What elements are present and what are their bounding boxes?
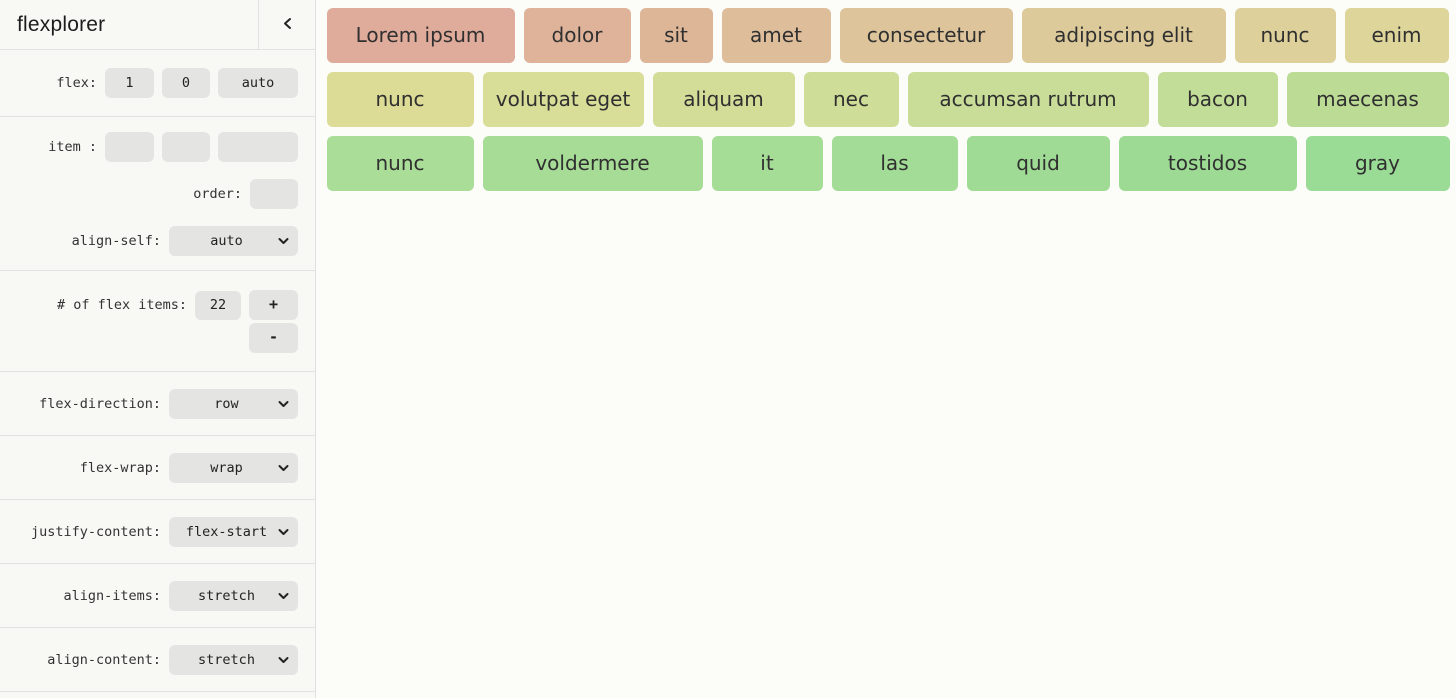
flex-label: flex: [56,75,97,91]
align-content-select[interactable]: stretch [169,644,298,675]
flex-item[interactable]: las [831,135,958,191]
flex-item[interactable]: tostidos [1118,135,1297,191]
increment-items-button[interactable]: + [249,289,298,320]
align-items-section: align-items: stretch [0,564,315,628]
flex-item[interactable]: Lorem ipsum [326,7,515,63]
flex-item[interactable]: nunc [326,71,474,127]
chevron-left-icon [282,17,293,33]
flex-shorthand-section: flex: [0,50,315,117]
align-content-label: align-content: [47,651,161,668]
flex-item[interactable]: enim [1344,7,1449,63]
flex-item[interactable]: bacon [1157,71,1278,127]
flex-grow-input[interactable] [105,68,154,98]
sidebar: flexplorer flex: item : order: align-sel… [0,0,316,698]
flex-item[interactable]: amet [721,7,831,63]
flex-item[interactable]: nunc [326,135,474,191]
flex-item[interactable]: voldermere [482,135,703,191]
page-title: flexplorer [17,12,106,36]
align-self-label: align-self: [71,233,161,249]
flex-wrap-label: flex-wrap: [79,459,161,476]
align-content-section: align-content: stretch [0,628,315,692]
decrement-items-button[interactable]: - [249,322,298,353]
flex-item[interactable]: accumsan rutrum [907,71,1149,127]
sidebar-footer-spacer [0,692,315,698]
flex-direction-section: flex-direction: row [0,372,315,436]
justify-content-select[interactable]: flex-start [169,516,298,547]
item-label: item : [48,139,97,155]
align-self-select[interactable]: auto [169,226,298,256]
align-items-select[interactable]: stretch [169,580,298,611]
flex-basis-input[interactable] [218,68,298,98]
flex-item[interactable]: dolor [523,7,631,63]
flex-item[interactable]: nec [803,71,899,127]
order-label: order: [193,186,242,202]
flex-count-section: # of flex items: + - [0,271,315,372]
flex-direction-select[interactable]: row [169,388,298,419]
flex-wrap-select[interactable]: wrap [169,452,298,483]
flex-item[interactable]: it [711,135,823,191]
order-input[interactable] [250,179,298,209]
flex-item[interactable]: maecenas [1286,71,1449,127]
flex-item[interactable]: sit [639,7,713,63]
flex-shrink-input[interactable] [162,68,210,98]
flex-item[interactable]: consectetur [839,7,1013,63]
flex-item[interactable]: adipiscing elit [1021,7,1226,63]
flex-item[interactable]: aliquam [652,71,795,127]
flex-wrap-section: flex-wrap: wrap [0,436,315,500]
justify-content-label: justify-content: [30,523,161,540]
flex-item[interactable]: gray [1305,135,1450,191]
flex-item[interactable]: volutpat eget [482,71,644,127]
justify-content-section: justify-content: flex-start [0,500,315,564]
flex-item[interactable]: nunc [1234,7,1336,63]
item-grow-input[interactable] [105,132,154,162]
sidebar-header: flexplorer [0,0,315,50]
flex-item[interactable]: quid [966,135,1110,191]
collapse-sidebar-button[interactable] [258,0,315,49]
flex-count-input[interactable] [195,290,241,320]
item-section: item : order: align-self: auto [0,117,315,271]
flex-direction-label: flex-direction: [39,395,161,412]
item-shrink-input[interactable] [162,132,210,162]
item-basis-input[interactable] [218,132,298,162]
flex-count-label: # of flex items: [56,296,187,313]
align-items-label: align-items: [63,587,161,604]
